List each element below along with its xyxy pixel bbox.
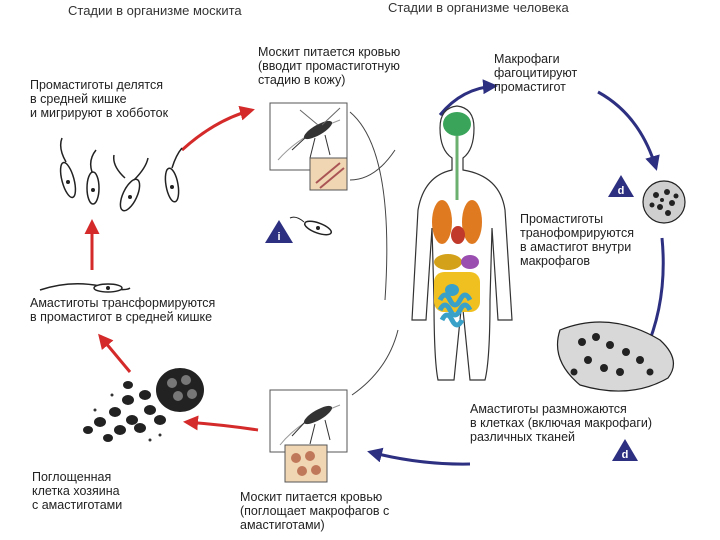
stage-badge-i: i	[265, 220, 293, 243]
promastigote-nuclei	[66, 180, 174, 199]
connector-line-upper	[349, 111, 388, 301]
engulfed-host-cell	[83, 368, 204, 442]
arrow-to-macrophages	[438, 79, 498, 116]
stomach	[461, 255, 479, 269]
arrow-to-phagocytosis	[597, 90, 660, 171]
arrow-to-feeding-mosquito	[180, 105, 255, 152]
label-engulfed-host-cell: Поглощенная клетка хозяина с амастиготам…	[32, 470, 123, 512]
svg-text:d: d	[618, 185, 625, 197]
label-amastigotes-transform: Амастиготы трансформируются в промастиго…	[30, 296, 216, 324]
label-amastigotes-multiply: Амастиготы размножаются в клетках (включ…	[470, 402, 653, 444]
svg-text:d: d	[622, 449, 629, 461]
arrow-up-to-transform-text	[98, 333, 132, 373]
liver	[434, 254, 462, 270]
label-transform-in-macrophages: Промастиготы транофомрируются в амастиго…	[520, 212, 635, 268]
stage-badge-d-lower: d	[612, 439, 638, 461]
heart	[451, 226, 465, 244]
intestine	[437, 292, 473, 328]
dividing-promastigotes	[59, 137, 183, 212]
svg-text:i: i	[277, 231, 280, 243]
label-promastigotes-divide: Промастиготы делятся в средней кишке и м…	[30, 78, 169, 120]
injected-promastigote	[289, 216, 333, 236]
label-mosquito-feeds-injects: Москит питается кровью (вводит промастиг…	[258, 45, 401, 87]
connector-line-upper-2	[349, 149, 396, 181]
ingesting-mosquito-illustration	[269, 389, 348, 483]
brain	[443, 112, 471, 136]
lungs-left	[432, 200, 452, 244]
infected-tissue-cell	[556, 321, 675, 392]
lungs-right	[462, 200, 482, 244]
stage-badge-d-upper: d	[608, 175, 634, 197]
transforming-parasite	[39, 283, 131, 293]
feeding-mosquito-illustration	[269, 102, 348, 191]
label-mosquito-feeds-ingests: Москит питается кровью (поглощает макроф…	[240, 490, 390, 532]
connector-line-lower	[351, 329, 399, 396]
arrow-to-engulfed-cell	[183, 415, 259, 432]
header-human-stages: Стадии в организме человека	[388, 0, 569, 15]
arrow-to-ingesting-mosquito	[367, 447, 471, 466]
label-macrophages-phagocytose: Макрофаги фагоцитируют промастигот	[494, 52, 578, 94]
header-mosquito-stages: Стадии в организме москита	[68, 3, 242, 18]
macrophage-with-promastigotes	[642, 180, 686, 224]
human-body-illustration	[411, 105, 513, 381]
